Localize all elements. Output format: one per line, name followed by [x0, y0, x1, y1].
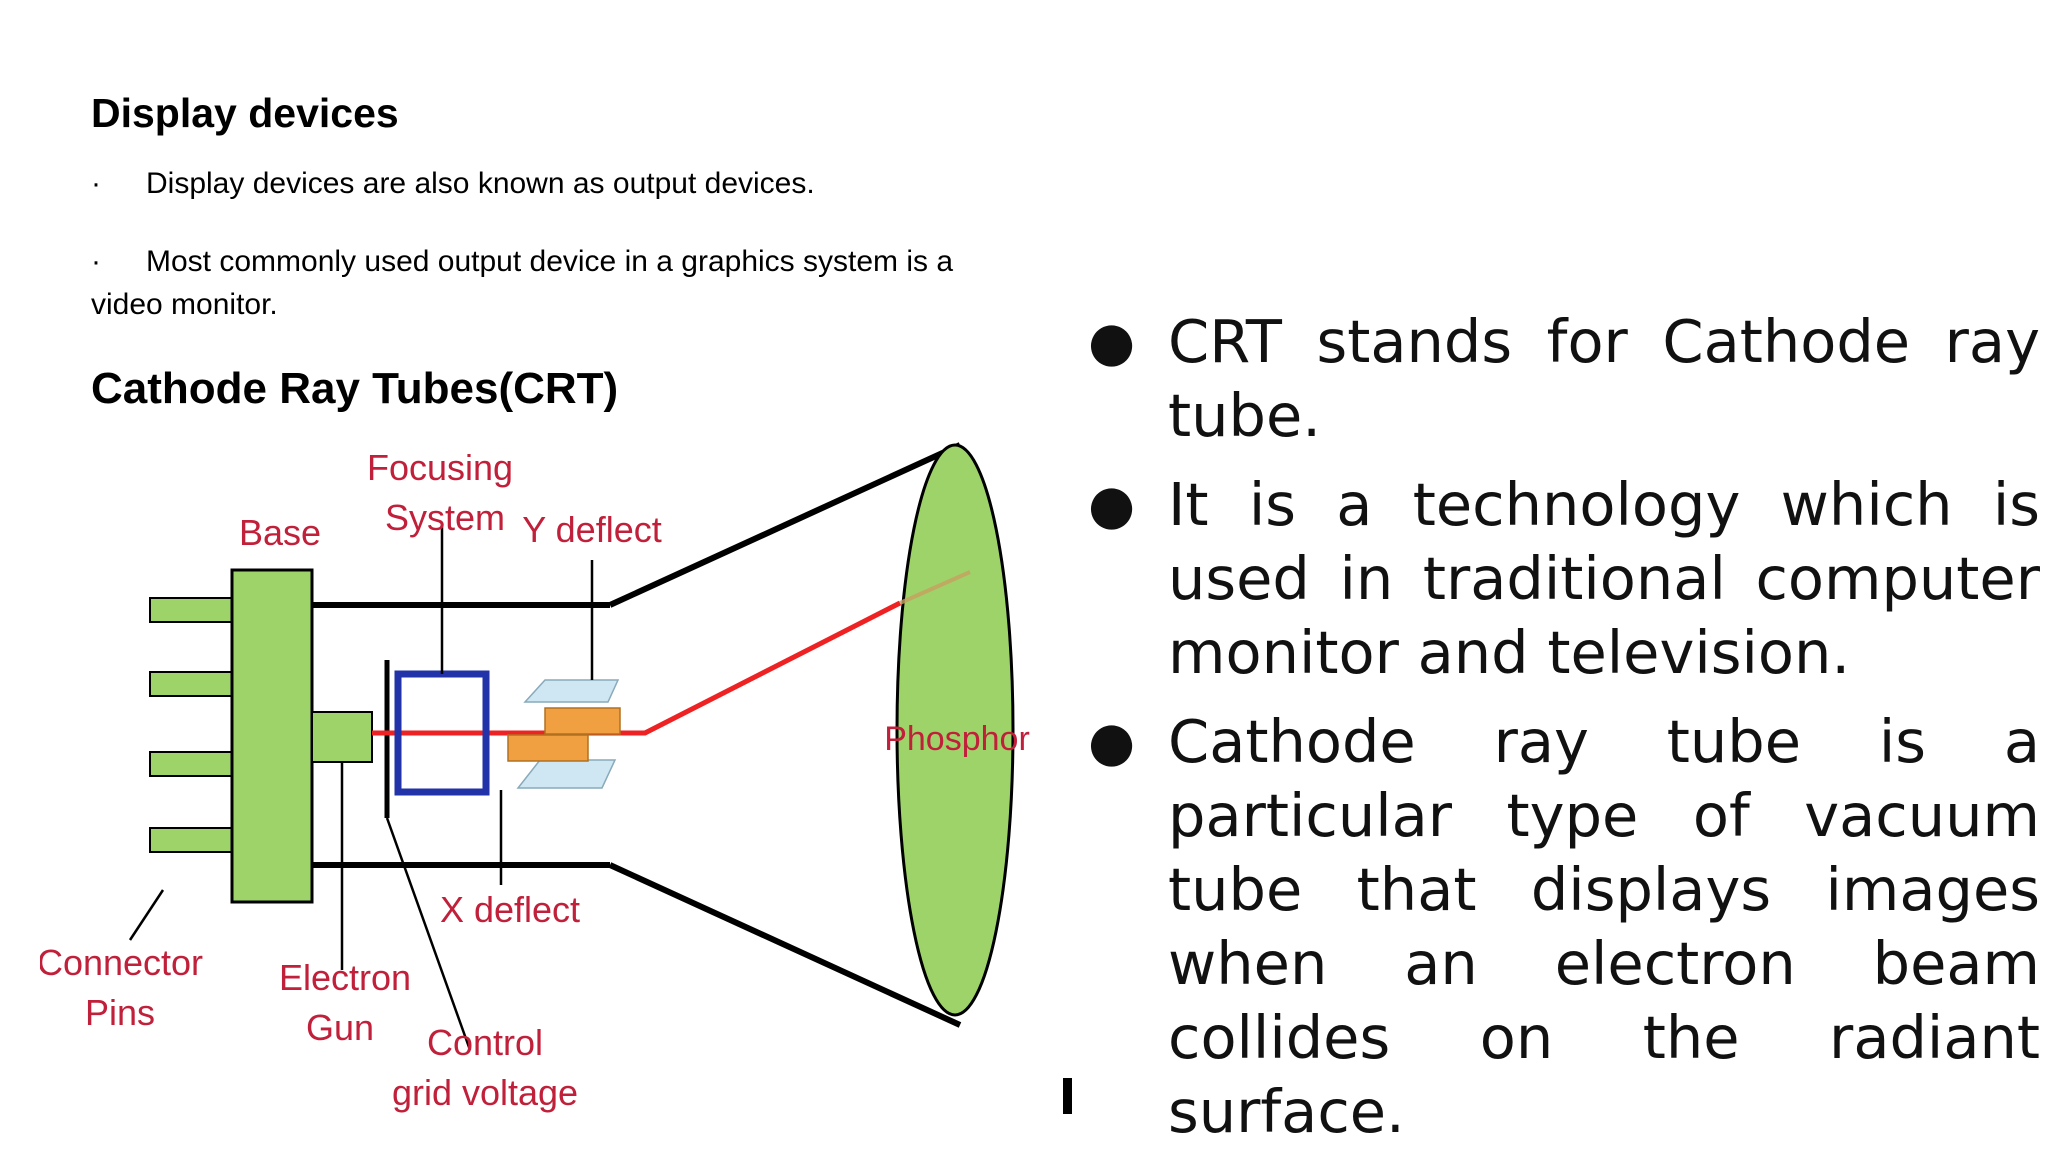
- label-x-deflect: X deflect: [440, 889, 580, 930]
- crt-diagram: Focusing System Base Y deflect Phosphor …: [40, 442, 1030, 1113]
- connector-pin: [149, 671, 236, 697]
- connector-pin: [149, 751, 236, 777]
- tube-bottom-flare: [608, 862, 962, 1028]
- bullet-marker: ●: [1088, 310, 1136, 373]
- bullet-marker: ●: [1088, 710, 1136, 773]
- bullet-marker: ●: [1088, 473, 1136, 536]
- tube-base: [230, 568, 314, 904]
- list-item-text: Cathode ray tube is a particular type of…: [1168, 707, 2040, 1146]
- section-heading: Display devices: [91, 90, 399, 136]
- list-item-text: It is a technology which is used in trad…: [1168, 470, 2040, 687]
- electron-gun: [311, 711, 373, 763]
- label-y-deflect: Y deflect: [522, 509, 661, 550]
- leader-control: [385, 817, 472, 1051]
- connector-pin: [149, 827, 236, 853]
- connector-pin: [149, 597, 236, 623]
- label-gun: Gun: [306, 1007, 374, 1048]
- bullet-marker: ·: [91, 245, 101, 278]
- bullet-marker: ·: [91, 167, 101, 200]
- x-deflect-plate: [544, 707, 621, 735]
- electron-beam: [372, 600, 902, 736]
- text-cursor: [1063, 1078, 1072, 1114]
- tube-top-flare: [608, 442, 962, 608]
- label-electron: Electron: [279, 957, 411, 998]
- label-system: System: [385, 497, 505, 538]
- bullet-output-devices: · Display devices are also known as outp…: [91, 162, 991, 205]
- list-item: ● It is a technology which is used in tra…: [1080, 468, 2040, 690]
- label-phosphor: Phosphor: [884, 720, 1030, 758]
- bullet-video-monitor: · Most commonly used output device in a …: [91, 240, 991, 326]
- label-base: Base: [239, 512, 321, 553]
- list-item: ● Cathode ray tube is a particular type o…: [1080, 705, 2040, 1149]
- label-pins: Pins: [85, 992, 155, 1033]
- label-grid-voltage: grid voltage: [392, 1072, 578, 1113]
- leader-connector: [128, 889, 165, 941]
- label-focusing: Focusing: [367, 447, 513, 488]
- phosphor-screen: [895, 443, 1015, 1017]
- y-deflect-plate: [523, 679, 620, 703]
- bullet-text: Most commonly used output device in a gr…: [91, 245, 954, 321]
- label-connector: Connector: [40, 942, 203, 983]
- list-item: ● CRT stands for Cathode ray tube.: [1080, 305, 2040, 453]
- crt-points-list: ● CRT stands for Cathode ray tube. ● It is…: [1080, 305, 2040, 1164]
- y-deflect-plate: [516, 759, 617, 789]
- bullet-text: Display devices are also known as output…: [146, 167, 815, 200]
- label-control: Control: [427, 1022, 543, 1063]
- beam-faded: [899, 570, 971, 605]
- x-deflect-plate: [507, 734, 589, 762]
- crt-heading: Cathode Ray Tubes(CRT): [91, 364, 619, 413]
- list-item-text: CRT stands for Cathode ray tube.: [1168, 307, 2040, 450]
